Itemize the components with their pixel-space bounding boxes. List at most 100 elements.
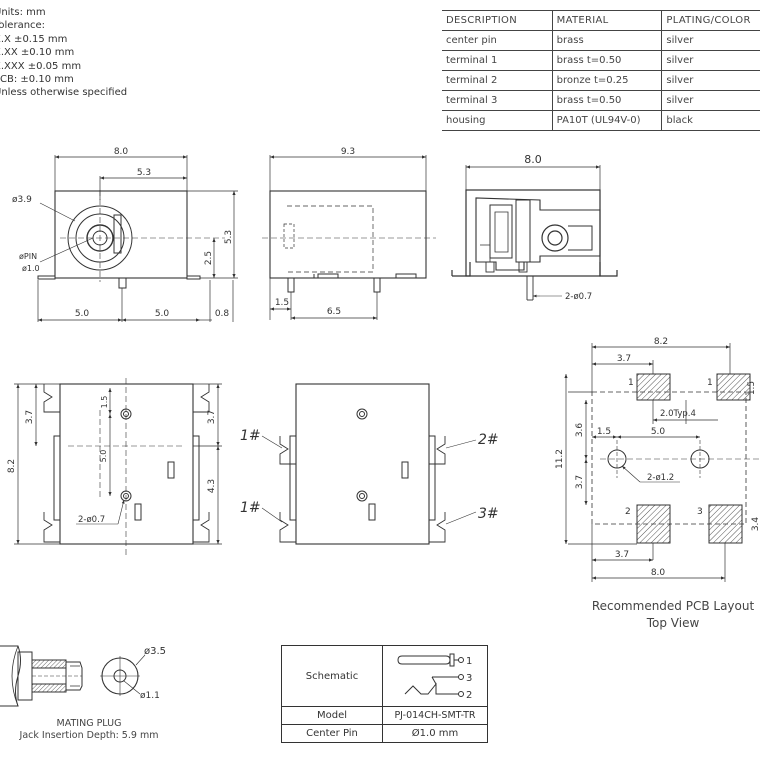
cell-description: terminal 2 bbox=[442, 70, 553, 91]
general-notes: Units: mm Tolerance: X.X ±0.15 mm X.XX ±… bbox=[0, 6, 127, 100]
cell-description: housing bbox=[442, 110, 553, 131]
side-view: 9.3 1.5 6.5 bbox=[262, 147, 436, 320]
model-value: PJ-014CH-SMT-TR bbox=[382, 706, 488, 725]
table-row: terminal 1 brass t=0.50 silver bbox=[442, 50, 760, 71]
pcb-caption-line2: Top View bbox=[646, 616, 700, 630]
dim-height-label: 5.3 bbox=[224, 230, 234, 244]
top-view: 8.2 3.7 1.5 5.0 3.7 4.3 2-ø0.7 bbox=[7, 378, 222, 556]
dim-width-label: 8.0 bbox=[524, 153, 542, 166]
table-row: center pin brass silver bbox=[442, 30, 760, 51]
plug-caption-line2: Jack Insertion Depth: 5.9 mm bbox=[19, 730, 159, 741]
terminal-1-upper-label: 1# bbox=[240, 428, 261, 444]
cell-description: terminal 3 bbox=[442, 90, 553, 111]
note-line: PCB: ±0.10 mm bbox=[0, 74, 74, 86]
mating-plug-caption: MATING PLUG Jack Insertion Depth: 5.9 mm bbox=[4, 718, 174, 742]
cell-material: PA10T (UL94V-0) bbox=[552, 110, 663, 131]
schematic-symbol-cell bbox=[382, 645, 488, 707]
dim-pitch-a-label: 1.5 bbox=[100, 396, 109, 409]
posts-label: 2-ø0.7 bbox=[565, 292, 592, 302]
cell-plating: silver bbox=[661, 50, 760, 71]
schematic-label: Schematic bbox=[305, 670, 359, 682]
terminal-3-label: 3# bbox=[478, 506, 499, 522]
cell-description: center pin bbox=[442, 30, 553, 51]
note-line: X.XX ±0.10 mm bbox=[0, 47, 75, 59]
center-pin-label: Center Pin bbox=[281, 724, 383, 743]
dim-11-2-label: 11.2 bbox=[555, 449, 565, 469]
dim-height-label: 8.2 bbox=[7, 459, 17, 473]
note-line: Tolerance: bbox=[0, 20, 46, 32]
note-line: Units: mm bbox=[0, 7, 46, 18]
dim-3-7-top-label: 3.7 bbox=[25, 410, 35, 424]
cell-description: terminal 1 bbox=[442, 50, 553, 71]
pad-label: 3 bbox=[697, 507, 703, 517]
cell-material: bronze t=0.25 bbox=[552, 70, 663, 91]
note-line: X.X ±0.15 mm bbox=[0, 33, 68, 45]
cell-material: brass t=0.50 bbox=[552, 50, 663, 71]
posts-label: 2-ø0.7 bbox=[78, 515, 105, 525]
dim-3-7-right-label: 3.7 bbox=[207, 410, 217, 424]
pcb-layout-caption: Recommended PCB Layout Top View bbox=[578, 598, 760, 632]
table-row: terminal 2 bronze t=0.25 silver bbox=[442, 70, 760, 91]
dim-1-5-label: 1.5 bbox=[597, 427, 611, 437]
pad-label: 1 bbox=[628, 378, 634, 388]
cell-plating: silver bbox=[661, 90, 760, 111]
rear-view: 8.0 2-ø0.7 bbox=[451, 153, 618, 302]
pad-label: 2 bbox=[625, 507, 631, 517]
dim-4-3-label: 4.3 bbox=[207, 479, 217, 493]
dim-8-0-label: 8.0 bbox=[651, 568, 666, 578]
dim-3-7-bottom-label: 3.7 bbox=[615, 550, 629, 560]
dim-left-label: 5.0 bbox=[75, 309, 90, 319]
materials-header-row: DESCRIPTION MATERIAL PLATING/COLOR bbox=[442, 10, 760, 31]
schematic-label-cell: Schematic bbox=[281, 645, 383, 707]
terminal-2-label: 2# bbox=[478, 432, 499, 448]
dim-post-spacing-label: 6.5 bbox=[327, 307, 341, 317]
plug-caption-line1: MATING PLUG bbox=[56, 718, 122, 729]
dim-right-label: 5.0 bbox=[155, 309, 170, 319]
dim-center-label: 5.3 bbox=[137, 168, 151, 178]
cell-plating: silver bbox=[661, 70, 760, 91]
center-pin-value: Ø1.0 mm bbox=[382, 724, 488, 743]
dim-3-7-top-label: 3.7 bbox=[617, 354, 631, 364]
dim-3-6-label: 3.6 bbox=[575, 423, 585, 438]
dim-2-0-label: 2.0Typ.4 bbox=[660, 409, 696, 419]
body-dia-label: ø3.9 bbox=[12, 195, 32, 205]
dim-5-0-label: 5.0 bbox=[651, 427, 666, 437]
pcb-layout-view: 1 1 2 3 8.2 3.7 1.5 2.0Typ.4 11.2 3.6 3.… bbox=[555, 337, 760, 582]
dim-3-7-left-label: 3.7 bbox=[575, 475, 585, 489]
dim-3-4-label: 3.4 bbox=[751, 517, 760, 532]
schematic-table: Schematic Model PJ-014CH-SMT-TR Center P… bbox=[281, 645, 488, 743]
dim-tab-label: 0.8 bbox=[215, 309, 230, 319]
dim-center-height-label: 2.5 bbox=[204, 251, 214, 265]
dim-post-offset-label: 1.5 bbox=[275, 298, 289, 308]
cell-plating: silver bbox=[661, 30, 760, 51]
dim-pitch-b-label: 5.0 bbox=[99, 450, 108, 463]
model-label: Model bbox=[281, 706, 383, 725]
header-plating: PLATING/COLOR bbox=[661, 10, 760, 31]
outer-dia-label: ø3.5 bbox=[144, 646, 166, 657]
table-row: housing PA10T (UL94V-0) black bbox=[442, 110, 760, 131]
cell-material: brass bbox=[552, 30, 663, 51]
dim-1-5-right-label: 1.5 bbox=[747, 381, 757, 395]
pcb-caption-line1: Recommended PCB Layout bbox=[591, 599, 755, 613]
dim-length-label: 9.3 bbox=[341, 147, 355, 157]
note-line: X.XXX ±0.05 mm bbox=[0, 60, 82, 72]
note-line: Unless otherwise specified bbox=[0, 87, 128, 99]
dim-width-label: 8.2 bbox=[654, 337, 668, 347]
front-view: 8.0 5.3 5.3 2.5 ø3.9 øPIN ø1.0 bbox=[12, 147, 238, 322]
cell-plating: black bbox=[661, 110, 760, 131]
header-material: MATERIAL bbox=[552, 10, 663, 31]
mating-plug-view: ø3.5 ø1.1 bbox=[0, 645, 166, 707]
pin-label: øPIN bbox=[19, 252, 37, 261]
pad-label: 1 bbox=[707, 378, 713, 388]
materials-table: DESCRIPTION MATERIAL PLATING/COLOR cente… bbox=[442, 10, 760, 131]
bottom-view: 1# 1# 2# 3# bbox=[240, 383, 499, 545]
table-row: terminal 3 brass t=0.50 silver bbox=[442, 90, 760, 111]
pin-dia-label: ø1.0 bbox=[22, 264, 40, 273]
inner-dia-label: ø1.1 bbox=[140, 691, 160, 701]
terminal-1-lower-label: 1# bbox=[240, 500, 261, 516]
holes-label: 2-ø1.2 bbox=[647, 473, 674, 483]
dim-width-label: 8.0 bbox=[114, 147, 129, 157]
header-description: DESCRIPTION bbox=[442, 10, 553, 31]
cell-material: brass t=0.50 bbox=[552, 90, 663, 111]
